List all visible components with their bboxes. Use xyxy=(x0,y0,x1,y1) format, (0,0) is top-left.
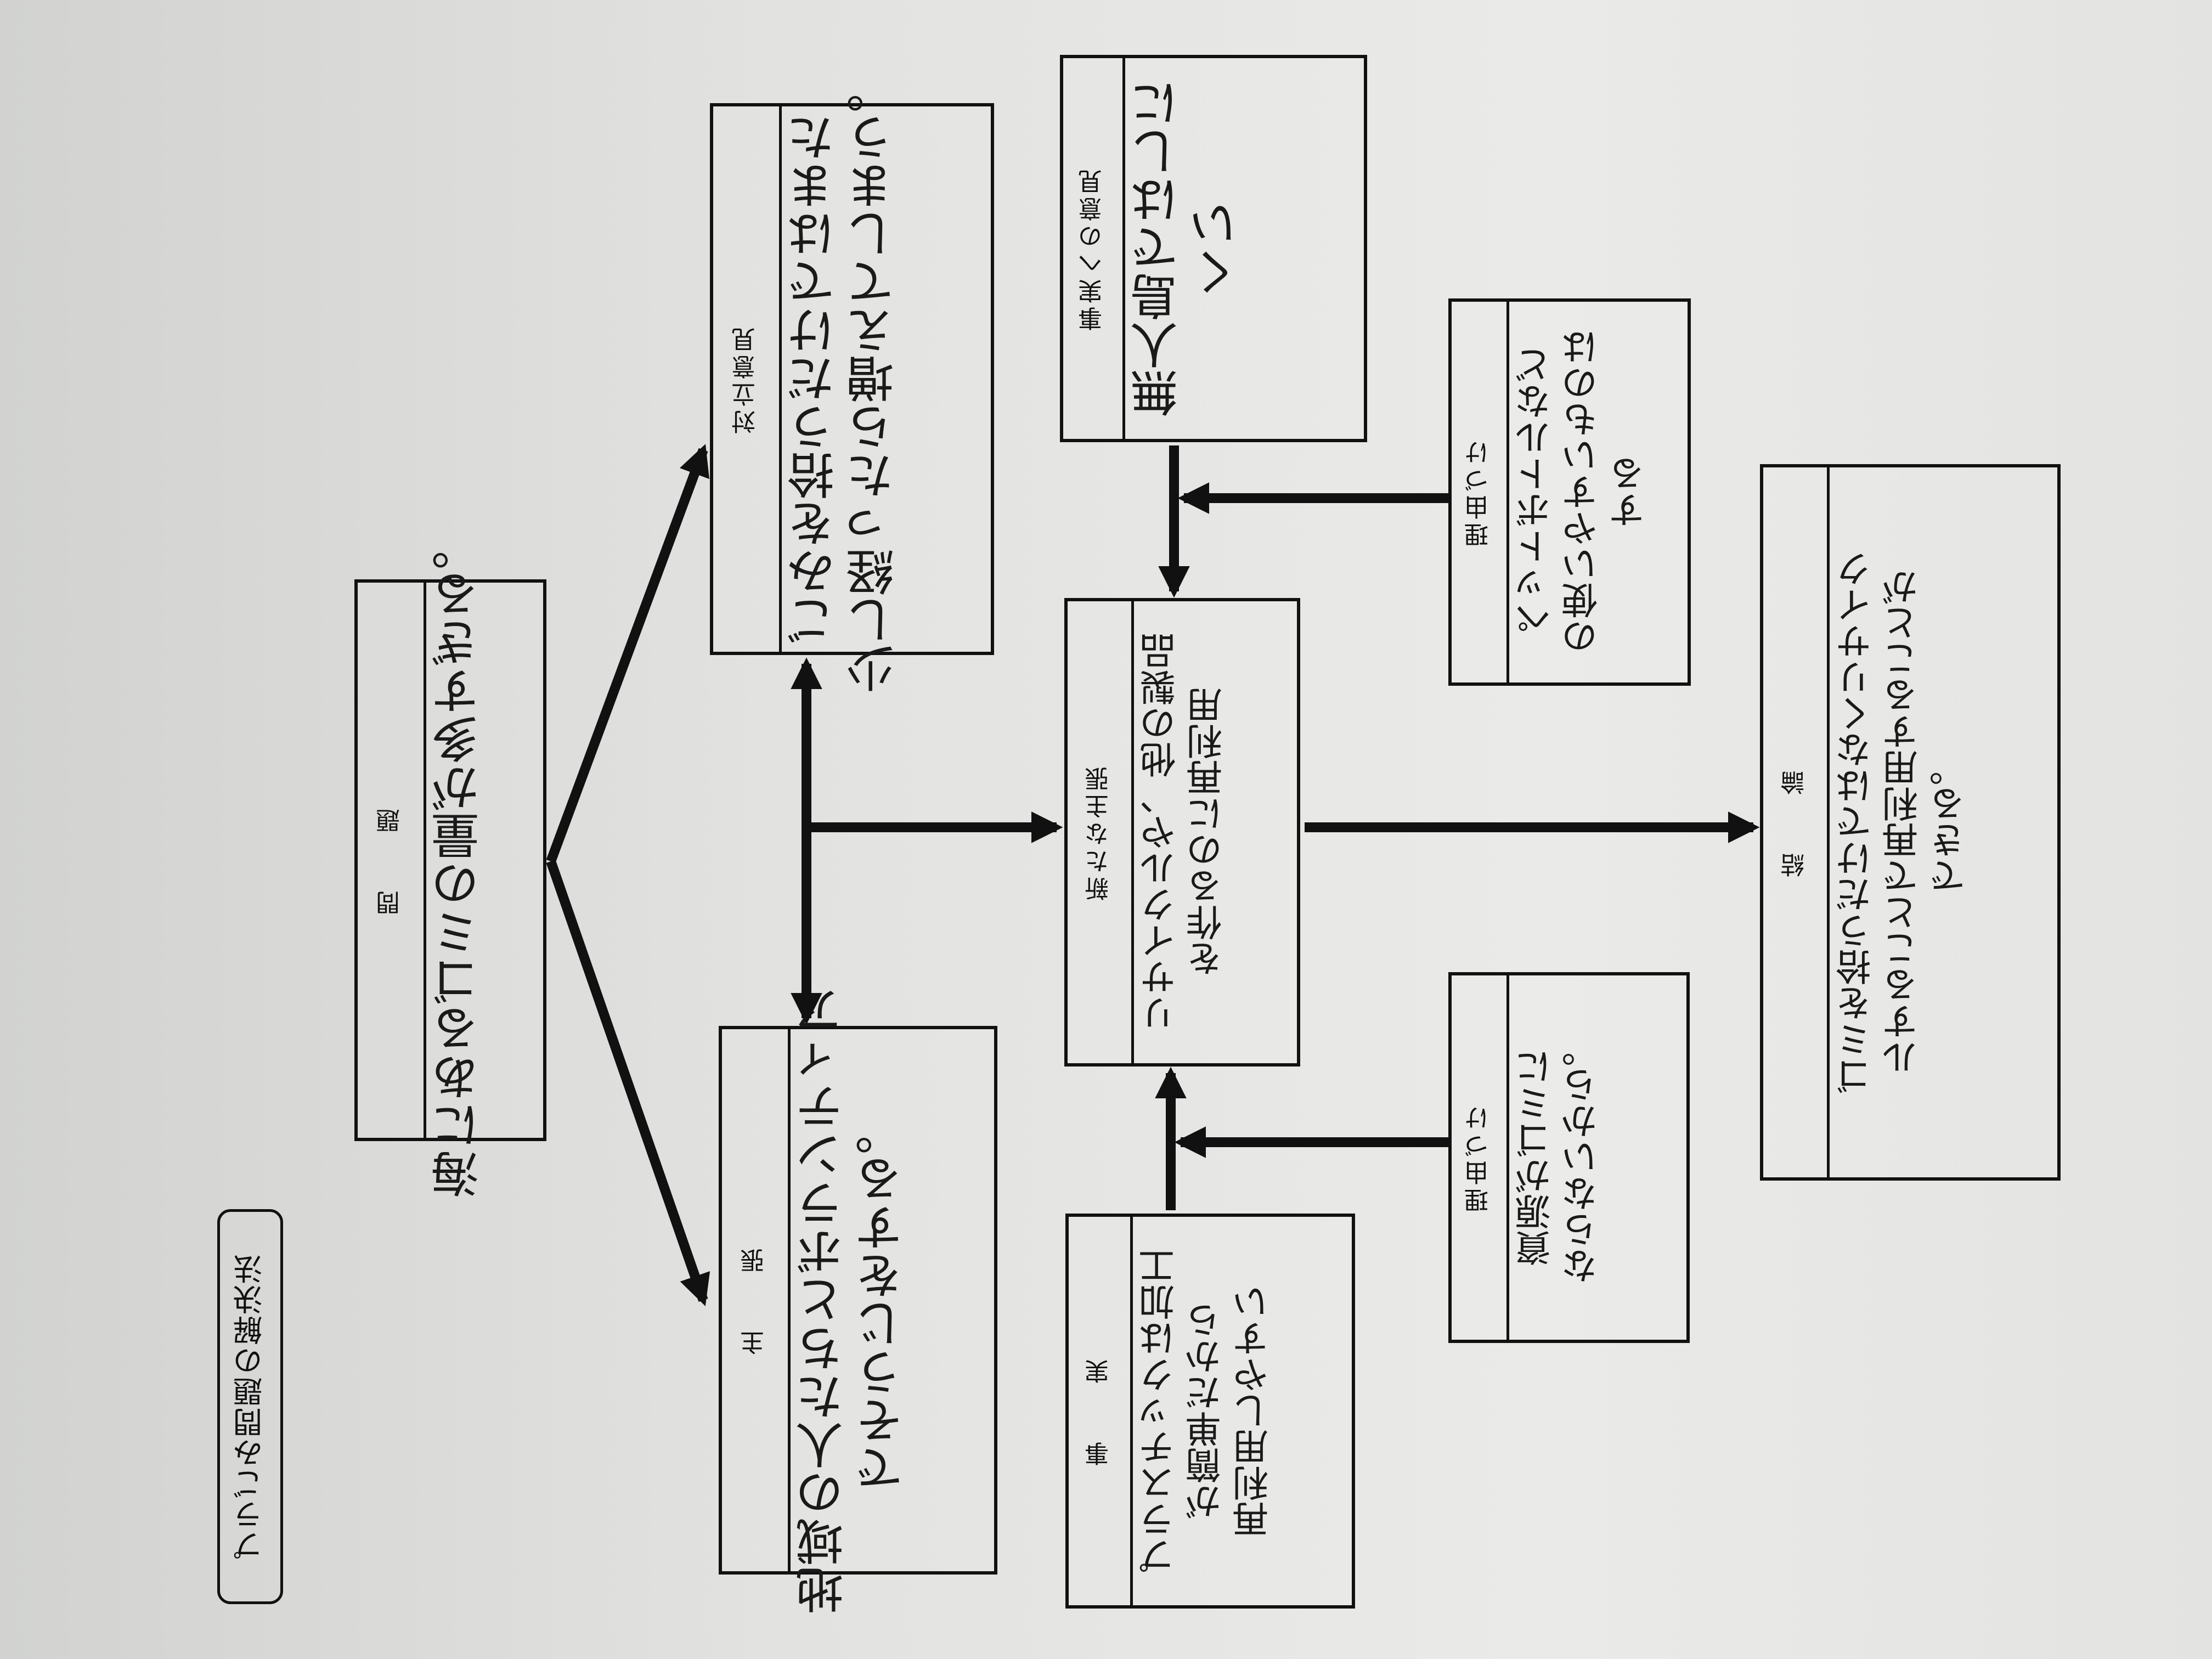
new-claim-box: 新たな主張 リサイクルや、他の製品 を作るのに再利用 xyxy=(1064,598,1300,1066)
problem-box: 問 題 海にあるゴミの量が多すぎる。 xyxy=(354,522,546,1198)
diagram-title: プラごみ問題の解決法 xyxy=(217,1209,283,1604)
reason-box-2: 理由づけ 資源がゴミに ならないから。 xyxy=(1448,972,1690,1343)
reason-box-1: 理由づけ ペットボトルなど の使いやすいものは する xyxy=(1448,298,1691,686)
arrow-problem-to-counter xyxy=(546,444,709,864)
arrow-problem-to-claim xyxy=(546,860,710,1306)
fact-label: 事 実 xyxy=(1069,1217,1133,1605)
reason-label-1: 理由づけ xyxy=(1452,302,1509,682)
claim-label: 主 張 xyxy=(722,1029,791,1571)
claim-box: 主 張 地域の人たちとボランティア でそうじをする。 xyxy=(719,986,997,1614)
conclusion-box: 結 論 ゴミを拾うだけではなくリサイク ルすることで再利用することが できる。 xyxy=(1760,464,2061,1181)
conclusion-label: 結 論 xyxy=(1763,467,1830,1177)
counter-opinion-label: 対立意見 xyxy=(713,106,782,652)
opinion-on-fact-box: 事実への意見 無人島ではしに くい xyxy=(1060,55,1367,442)
opinion-on-fact-label: 事実への意見 xyxy=(1063,58,1125,439)
problem-label: 問 題 xyxy=(358,583,426,1138)
new-claim-label: 新たな主張 xyxy=(1068,601,1134,1063)
counter-opinion-box: 対立意見 ごみを拾うだけではまた 少し経ったら増えてしまう。 xyxy=(710,65,994,693)
fact-box: 事 実 プラスチックは加工 が簡単だから 再利用しやすい xyxy=(1065,1214,1355,1609)
reason-label-2: 理由づけ xyxy=(1452,975,1509,1340)
